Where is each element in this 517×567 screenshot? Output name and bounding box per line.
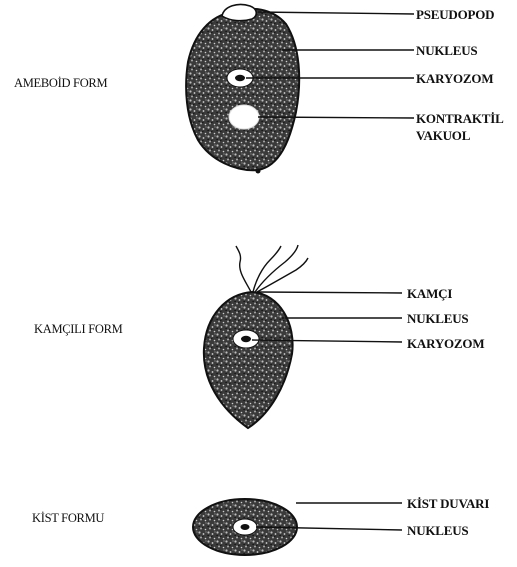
callout-contractile-line1: KONTRAKTİL bbox=[416, 110, 504, 127]
pseudopod-line bbox=[256, 12, 414, 14]
ameboid-form-cell bbox=[186, 4, 299, 173]
callout-flagellate-karyosome: KARYOZOM bbox=[407, 335, 484, 352]
callout-pseudopod: PSEUDOPOD bbox=[416, 6, 494, 23]
flagellate-karyosome bbox=[241, 336, 251, 342]
flagellate-cell-body bbox=[204, 292, 293, 428]
ameboid-karyosome bbox=[235, 75, 245, 81]
callout-ameboid-nucleus: NUKLEUS bbox=[416, 42, 477, 59]
form-label-cyst: KİST FORMU bbox=[32, 511, 104, 526]
callout-flagellate-nucleus: NUKLEUS bbox=[407, 310, 468, 327]
flagella bbox=[236, 245, 308, 292]
callout-cyst-wall: KİST DUVARI bbox=[407, 495, 489, 512]
callout-ameboid-karyosome: KARYOZOM bbox=[416, 70, 493, 87]
vacuole-line bbox=[258, 117, 414, 118]
flagellum-line bbox=[258, 292, 402, 293]
contractile-vacuole bbox=[229, 105, 259, 129]
callout-contractile-vacuole: KONTRAKTİL VAKUOL bbox=[416, 110, 504, 144]
form-label-flagellate: KAMÇILI FORM bbox=[34, 322, 122, 337]
flagellate-form-cell bbox=[204, 245, 308, 428]
callout-flagellum: KAMÇI bbox=[407, 285, 452, 302]
callout-contractile-line2: VAKUOL bbox=[416, 127, 504, 144]
ameboid-cell-body bbox=[186, 9, 299, 170]
callout-cyst-nucleus: NUKLEUS bbox=[407, 522, 468, 539]
pseudopod bbox=[222, 4, 256, 20]
cyst-karyosome bbox=[241, 524, 250, 530]
form-label-ameboid: AMEBOİD FORM bbox=[14, 76, 107, 91]
